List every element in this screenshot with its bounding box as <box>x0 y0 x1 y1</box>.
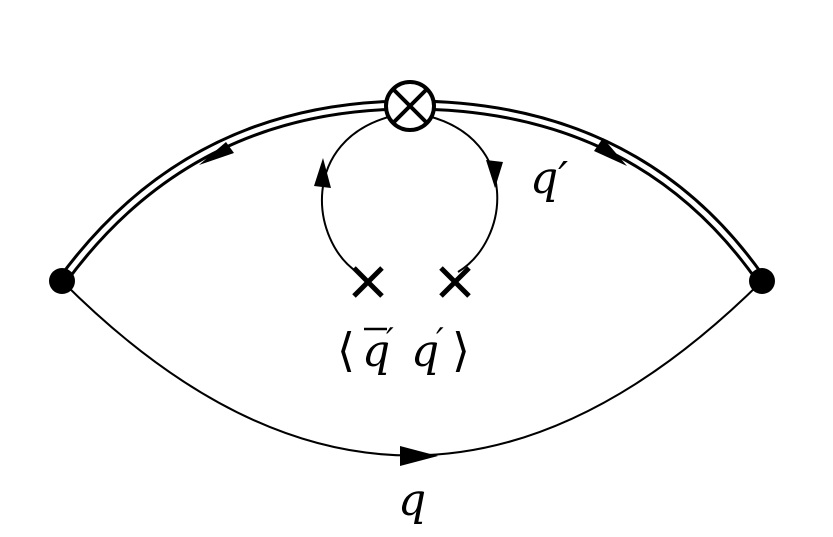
heavy-quark-line-left <box>57 99 411 285</box>
heavy-quark-line-right <box>409 99 767 285</box>
vertex-dot-left <box>49 268 75 294</box>
label-q-bottom: q <box>398 475 426 526</box>
arrow-bottom-q <box>400 446 438 466</box>
svg-text:q: q <box>362 326 390 377</box>
condensate-cross-right <box>439 266 471 298</box>
condensate-loop-right <box>427 115 499 273</box>
condensate-loop-left <box>321 115 393 273</box>
arrow-loop-right <box>486 160 503 188</box>
label-condensate: ⟨ q ′ q ′ ⟩ <box>337 321 470 377</box>
operator-insertion-icon <box>384 80 436 132</box>
svg-text:⟩: ⟩ <box>452 323 470 377</box>
label-q-prime: q′ <box>530 153 568 204</box>
arrow-loop-left <box>314 158 331 188</box>
arrow-right-heavy <box>594 138 627 166</box>
svg-text:⟨: ⟨ <box>337 323 355 377</box>
svg-text:′: ′ <box>386 321 394 361</box>
vertex-dot-right <box>749 268 775 294</box>
svg-text:q: q <box>411 326 439 377</box>
svg-text:′: ′ <box>436 321 444 361</box>
condensate-cross-left <box>352 266 384 298</box>
arrow-left-heavy <box>199 142 234 165</box>
